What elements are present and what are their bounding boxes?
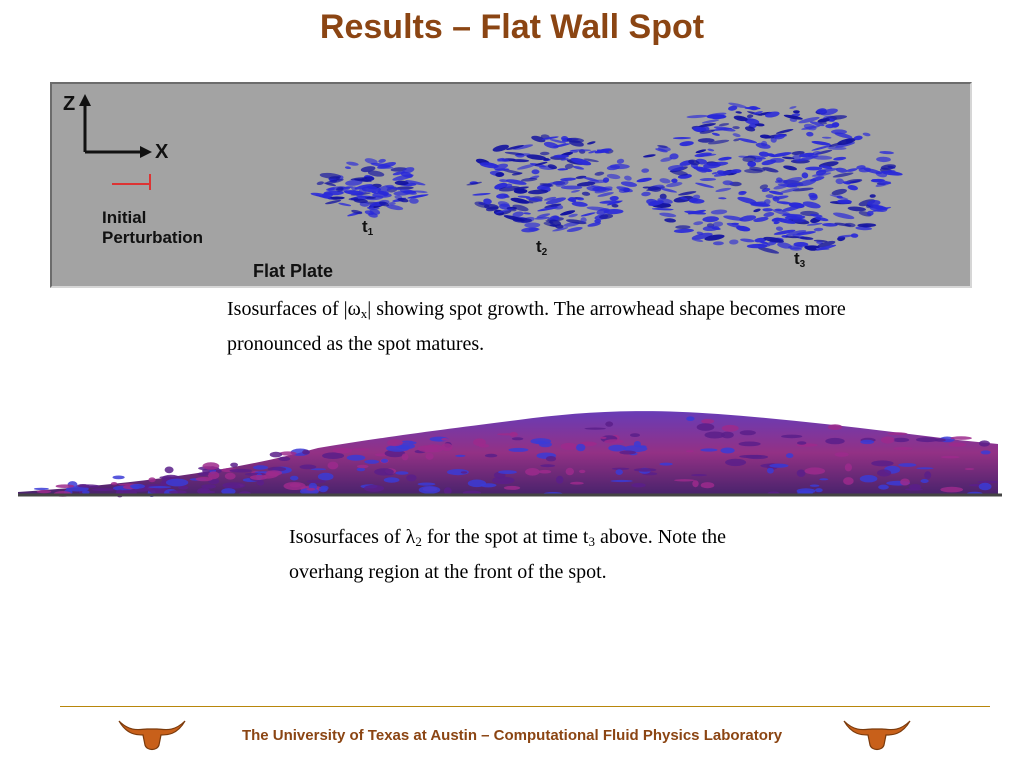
time-label-t2: t2 [536,237,548,258]
x-axis-label: X [155,141,169,163]
perturbation-marker-icon [112,174,151,190]
time-label-t3: t3 [794,249,806,270]
figure2-caption: Isosurfaces of λ2 for the spot at time t… [289,526,727,583]
axes-icon [79,94,152,158]
vorticity-spots [310,102,903,254]
longhorn-icon [118,720,186,751]
time-label-t1: t1 [362,217,374,238]
side-view-structures [33,416,998,498]
footer-text: The University of Texas at Austin – Comp… [241,727,783,744]
slide-title: Results – Flat Wall Spot [319,8,705,46]
lambda2-side-view [18,411,1002,498]
initial-label: Initial [102,208,147,227]
figure1-caption: Isosurfaces of |ωx| showing spot growth.… [227,298,846,355]
perturbation-label: Perturbation [102,228,204,247]
initial-perturbation-label: Initial Perturbation [102,208,203,248]
spot-growth-visualization [79,94,903,254]
spot-growth-figure: Z X Initial Perturbation Flat Plate t1 t… [50,82,972,288]
longhorn-icon [843,720,911,751]
flat-plate-label: Flat Plate [253,261,334,281]
footer-divider [60,706,990,707]
z-axis-label: Z [63,93,76,115]
